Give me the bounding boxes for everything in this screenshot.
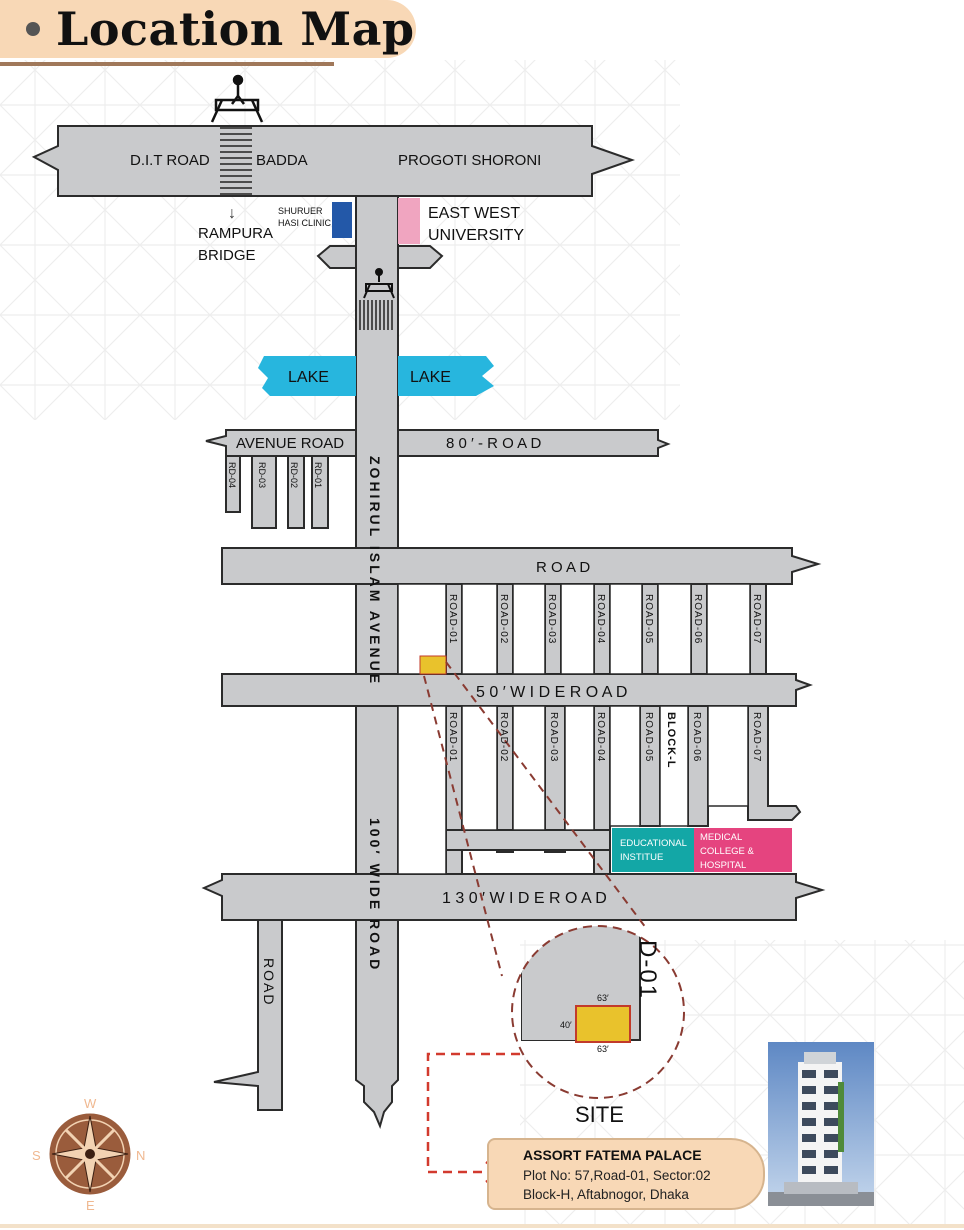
label-road-upper-07: ROAD-07 — [751, 594, 762, 644]
label-medical-2: COLLEGE & — [700, 846, 755, 857]
label-avenue-road: AVENUE ROAD — [236, 435, 344, 452]
label-rd-04: RD-04 — [227, 462, 237, 488]
road-rd-02 — [287, 455, 305, 529]
label-road-lower-02: ROAD-02 — [498, 712, 509, 762]
site-plot — [575, 1005, 631, 1043]
zebra-crossing-avenue — [359, 300, 393, 330]
label-medical-1: MEDICAL — [700, 832, 742, 843]
project-info-box: ASSORT FATEMA PALACE Plot No: 57,Road-01… — [487, 1138, 765, 1210]
leader-lines — [423, 661, 647, 977]
project-name: ASSORT FATEMA PALACE — [523, 1147, 702, 1163]
road-upper — [221, 547, 822, 585]
road-rd-01 — [311, 455, 329, 529]
label-east-west-2: UNIVERSITY — [428, 227, 524, 244]
label-road-lower-05: ROAD-05 — [643, 712, 654, 762]
footbridge-icon — [210, 74, 264, 123]
east-west-marker — [398, 198, 420, 244]
compass-w: W — [84, 1096, 97, 1111]
label-shuruer-1: SHURUER — [278, 206, 323, 216]
label-rd-03: RD-03 — [257, 462, 267, 488]
label-dit-road: D.I.T ROAD — [130, 152, 210, 169]
label-east-west-1: EAST WEST — [428, 205, 520, 222]
label-50ft-road: 5 0 ′ W I D E R O A D — [476, 684, 627, 701]
label-road-upper-04: ROAD-04 — [595, 594, 606, 644]
road-dit-progoti — [31, 125, 636, 197]
building-photo — [768, 1042, 874, 1206]
label-dim-bottom: 63′ — [597, 1044, 609, 1054]
label-road-lower-07: ROAD-07 — [751, 712, 762, 762]
label-80ft-road: 8 0 ′ - R O A D — [446, 435, 542, 452]
label-badda: BADDA — [256, 152, 308, 169]
label-road-upper-02: ROAD-02 — [498, 594, 509, 644]
label-left-road: ROAD — [261, 958, 277, 1006]
road-avenue — [205, 429, 357, 457]
lake-left — [258, 356, 356, 396]
bullet-icon — [26, 22, 40, 36]
label-road-upper-01: ROAD-01 — [447, 594, 458, 644]
label-rampura-1: RAMPURA — [198, 225, 273, 242]
label-inset-road: D-01 — [634, 940, 661, 1000]
road-80ft — [397, 429, 671, 457]
medical-college-block — [694, 828, 792, 872]
zebra-crossing-top — [220, 127, 252, 195]
footer-rule — [0, 1224, 964, 1228]
label-block-l: BLOCK-L — [665, 712, 677, 769]
header-rule — [0, 62, 334, 66]
label-road-upper-06: ROAD-06 — [692, 594, 703, 644]
compass-n: N — [136, 1148, 145, 1163]
label-progoti-shoroni: PROGOTI SHORONI — [398, 152, 541, 169]
label-rd-01: RD-01 — [313, 462, 323, 488]
site-label: SITE — [575, 1102, 624, 1127]
project-address-line-1: Plot No: 57,Road-01, Sector:02 — [523, 1168, 711, 1183]
label-road-upper-05: ROAD-05 — [643, 594, 654, 644]
label-rampura-2: BRIDGE — [198, 247, 256, 264]
footbridge-icon — [363, 268, 395, 299]
label-shuruer-2: HASI CLINIC — [278, 218, 332, 228]
project-address-line-2: Block-H, Aftabnogor, Dhaka — [523, 1187, 689, 1202]
plot-blocks — [397, 583, 751, 875]
label-rd-02: RD-02 — [289, 462, 299, 488]
road-50ft — [221, 673, 813, 707]
label-lake-left: LAKE — [288, 369, 329, 386]
compass-rose-icon — [46, 1110, 134, 1198]
site-marker — [419, 655, 447, 675]
road-network — [31, 125, 826, 1129]
building-illustration — [768, 1042, 874, 1206]
road-stub-l7 — [747, 705, 802, 821]
label-road-upper-03: ROAD-03 — [546, 594, 557, 644]
label-road-lower-01: ROAD-01 — [447, 712, 458, 762]
label-zohirul-islam-avenue: ZOHIRUL ISLAM AVENUE — [367, 456, 383, 686]
shuruer-clinic-marker — [332, 202, 352, 238]
label-road-lower-03: ROAD-03 — [548, 712, 559, 762]
label-upper-road: R O A D — [536, 559, 590, 576]
label-dim-left: 40′ — [560, 1020, 572, 1030]
page-title: Location Map — [56, 2, 415, 56]
label-dim-top: 63′ — [597, 993, 609, 1003]
label-100ft-wide-road: 100′ WIDE ROAD — [367, 818, 383, 972]
road-rd-03 — [251, 455, 277, 529]
label-130ft-road: 1 3 0 ′ W I D E R O A D — [442, 890, 607, 907]
compass-s: S — [32, 1148, 41, 1163]
road-left-vertical — [213, 919, 283, 1111]
header-banner: Location Map — [0, 0, 416, 58]
label-medical-3: HOSPITAL — [700, 860, 746, 871]
down-arrow-icon: ↓ — [228, 205, 236, 222]
educational-institute-block — [612, 828, 694, 872]
compass-e: E — [86, 1198, 95, 1213]
label-lake-right: LAKE — [410, 369, 451, 386]
road-130ft — [201, 873, 826, 921]
red-leader-line — [426, 1052, 520, 1174]
label-road-lower-06: ROAD-06 — [691, 712, 702, 762]
road-rd-04 — [225, 455, 241, 513]
label-educational-2: INSTITUE — [620, 852, 663, 863]
lake-right — [398, 356, 494, 396]
label-educational-1: EDUCATIONAL — [620, 838, 687, 849]
label-road-lower-04: ROAD-04 — [595, 712, 606, 762]
